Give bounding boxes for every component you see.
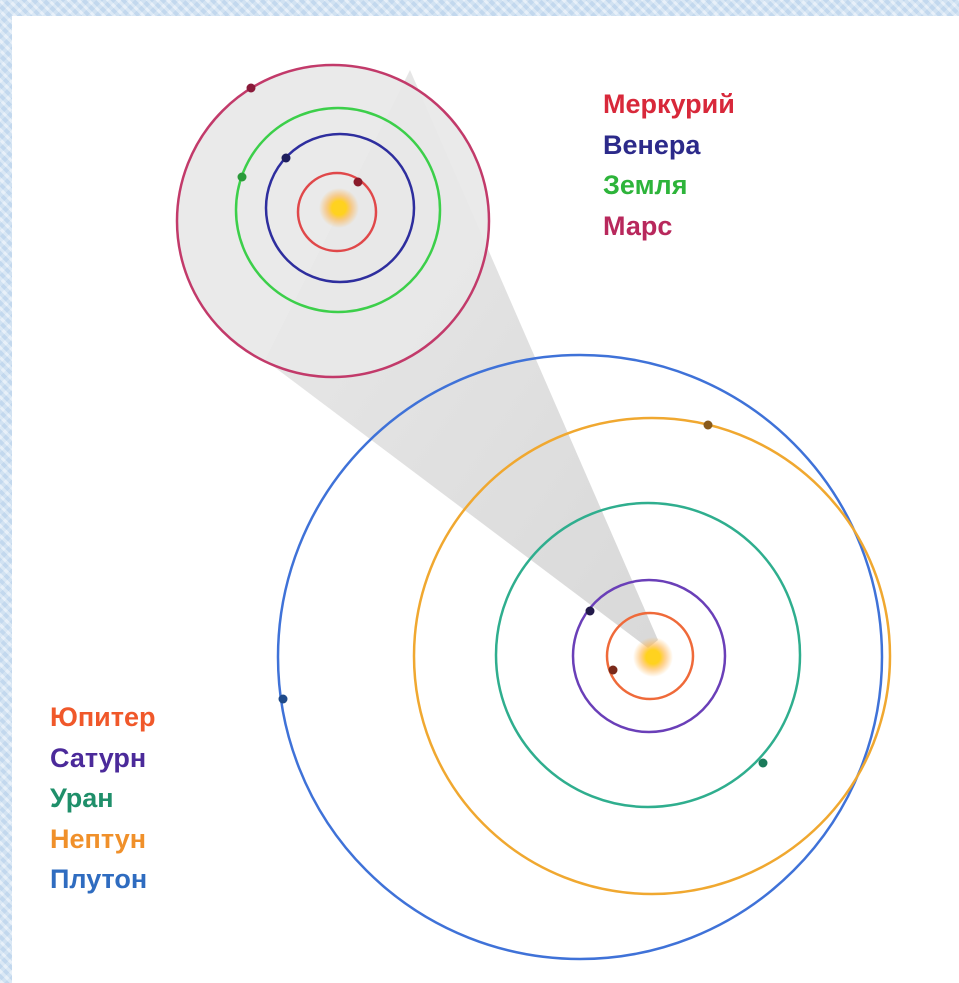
pluto-orbit (276, 353, 884, 961)
venus-planet (281, 153, 291, 163)
uranus-orbit (494, 501, 802, 809)
legend-mars: Марс (603, 210, 673, 241)
legend-venus: Венера (603, 129, 701, 160)
mercury-planet (353, 177, 363, 187)
mercury-orbit (296, 171, 378, 253)
saturn-orbit (571, 578, 727, 734)
neptune-planet (703, 420, 713, 430)
legend-mercury: Меркурий (603, 89, 735, 119)
legend-jupiter: Юпитер (50, 702, 156, 732)
legend-saturn: Сатурн (50, 742, 147, 773)
saturn-planet (585, 606, 595, 616)
jupiter-orbit (605, 611, 695, 701)
neptune-orbit (412, 416, 892, 896)
uranus-planet (758, 758, 768, 768)
legend-earth: Земля (603, 170, 688, 200)
inner-planets-legend: Меркурий Венера Земля Марс (603, 84, 735, 246)
legend-neptune: Нептун (50, 823, 147, 854)
outer-sun-icon (646, 650, 660, 664)
mars-orbit (175, 63, 491, 379)
earth-planet (237, 172, 247, 182)
mars-planet (246, 83, 256, 93)
venus-orbit (264, 132, 416, 284)
inner-sun-icon (332, 201, 346, 215)
jupiter-planet (608, 665, 618, 675)
earth-orbit (234, 106, 442, 314)
outer-planets-legend: Юпитер Сатурн Уран Нептун Плутон (50, 697, 155, 900)
legend-uranus: Уран (50, 783, 114, 813)
legend-pluto: Плутон (50, 864, 148, 894)
pluto-planet (278, 694, 288, 704)
